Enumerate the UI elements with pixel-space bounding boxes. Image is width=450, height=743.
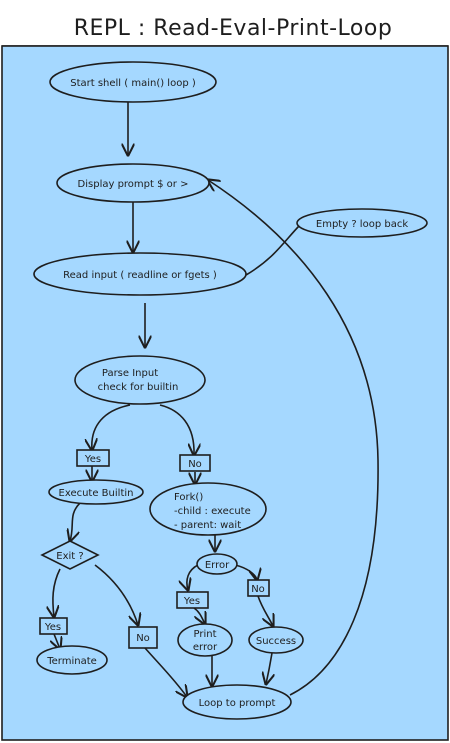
node-yes-exit: Yes: [39, 617, 68, 635]
no-error-label: No: [251, 584, 265, 595]
node-read: Read input ( readline or fgets ): [33, 252, 247, 296]
edge-exit-yes: [53, 568, 61, 617]
yes-exit-label: Yes: [44, 622, 61, 633]
node-exit: Exit ?: [40, 540, 100, 570]
yes-error-label: Yes: [183, 596, 200, 607]
fork-label-line2: -child : execute: [174, 506, 251, 517]
edge-parse-no: [159, 404, 194, 455]
node-terminate: Terminate: [36, 645, 108, 675]
node-success: Success: [248, 626, 304, 654]
title-band: REPL : Read-Eval-Print-Loop: [0, 0, 450, 47]
node-no-error: No: [247, 579, 270, 597]
node-yes-error: Yes: [176, 591, 209, 609]
error-label: Error: [205, 560, 230, 571]
diagram-title: REPL : Read-Eval-Print-Loop: [74, 16, 393, 41]
node-yes-builtin: Yes: [76, 449, 110, 467]
edges: [53, 102, 379, 697]
node-loop: Loop to prompt: [182, 684, 292, 720]
edge-no-success: [257, 595, 273, 626]
edge-error-no: [234, 564, 257, 580]
loop-label: Loop to prompt: [199, 698, 276, 709]
edge-no-loop: [144, 647, 187, 697]
parse-label-line1: Parse Input: [102, 368, 158, 379]
no-builtin-label: No: [188, 459, 202, 470]
read-label: Read input ( readline or fgets ): [63, 270, 217, 281]
node-no-exit: No: [128, 626, 158, 649]
edge-error-yes: [187, 564, 199, 590]
edge-parse-yes: [92, 404, 131, 450]
node-error: Error: [196, 553, 238, 575]
edge-read-empty: [245, 224, 301, 276]
empty-label: Empty ? loop back: [316, 219, 408, 230]
parse-label-line2: check for builtin: [98, 382, 179, 393]
edge-loop-display: [208, 180, 379, 696]
edge-success-loop: [266, 652, 272, 684]
fork-label-line3: - parent: wait: [174, 520, 241, 531]
node-no-builtin: No: [179, 454, 211, 472]
node-exec-builtin: Execute Builtin: [48, 479, 144, 505]
print-label-line2: error: [193, 642, 218, 653]
edge-exec-exit: [70, 502, 81, 541]
display-label: Display prompt $ or >: [78, 179, 189, 190]
node-parse: Parse Input check for builtin: [74, 355, 206, 405]
node-display: Display prompt $ or >: [56, 163, 210, 203]
node-print-error: Print error: [177, 623, 233, 657]
fork-label-line1: Fork(): [174, 492, 203, 503]
terminate-label: Terminate: [46, 656, 97, 667]
exec-builtin-label: Execute Builtin: [59, 488, 134, 499]
edge-yes-print: [193, 607, 205, 624]
node-empty: Empty ? loop back: [296, 208, 428, 238]
node-start: Start shell ( main() loop ): [49, 61, 217, 103]
exit-label: Exit ?: [56, 551, 83, 562]
print-label-line1: Print: [193, 629, 216, 640]
diagram-panel: [1, 45, 449, 741]
start-label: Start shell ( main() loop ): [70, 78, 196, 89]
success-label: Success: [256, 636, 296, 647]
node-fork: Fork() -child : execute - parent: wait: [149, 482, 267, 536]
edge-exit-no: [94, 564, 138, 625]
no-exit-label: No: [136, 633, 150, 644]
yes-builtin-label: Yes: [84, 454, 101, 465]
